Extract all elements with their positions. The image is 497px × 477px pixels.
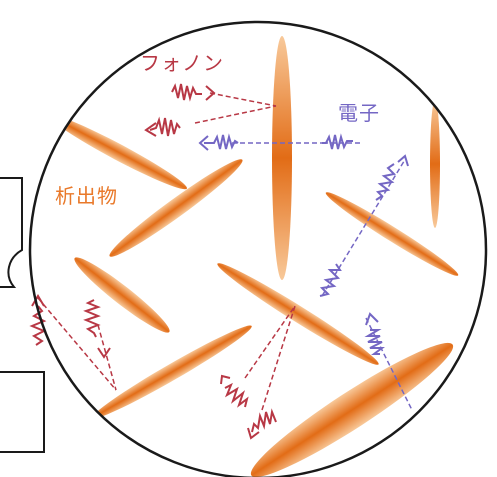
phonon-arrowheads: [31, 85, 260, 440]
arrow-head: [31, 294, 45, 307]
phonon-path: [194, 105, 277, 124]
arrow-head: [144, 122, 157, 137]
arrow-head: [220, 374, 231, 385]
electron-wave-icon: [204, 133, 239, 150]
electron-label: 電子: [338, 101, 380, 125]
phonon-path: [209, 92, 277, 107]
phonon-wave-icon: [149, 116, 181, 137]
arrow-head: [397, 154, 409, 167]
precipitate-rod: [272, 36, 292, 280]
precipitate-rod: [217, 263, 379, 365]
phonon-path: [37, 297, 117, 391]
precipitate-label: 析出物: [55, 184, 118, 208]
arrow-head: [205, 85, 216, 101]
background-rectangle: [0, 177, 23, 288]
phonon-path: [261, 305, 296, 411]
electron-wave-icon: [364, 329, 385, 355]
phonon-wave-icon: [251, 408, 277, 433]
precipitate-rod: [250, 342, 454, 477]
electron-arrowheads: [198, 135, 409, 326]
background-rectangle-lower: [0, 371, 45, 453]
arrow-head: [198, 135, 209, 151]
electron-path: [321, 157, 407, 297]
phonon-label: フォノン: [140, 51, 224, 75]
precipitate-rod: [430, 100, 440, 228]
phonon-wave-icon: [83, 299, 101, 338]
phonon-paths: [37, 92, 296, 411]
precipitate-rod: [74, 257, 170, 333]
phonon-wave-icon: [224, 382, 249, 408]
precipitate-rod: [92, 325, 252, 419]
precipitate-rod: [325, 192, 459, 276]
precipitate-rod: [49, 114, 187, 190]
electron-wave-icon: [322, 133, 353, 150]
electron-wave-icon: [375, 163, 397, 201]
precipitate-rod: [109, 159, 243, 257]
electron-wave-icon: [319, 263, 342, 297]
arrow-head: [247, 427, 260, 440]
precipitates: [49, 36, 459, 477]
phonon-wave-icon: [171, 83, 202, 102]
magnified-view-circle: [28, 20, 488, 477]
phonon-path: [244, 305, 296, 379]
phonon-path: [97, 324, 117, 391]
electron-wave-packets: [204, 133, 397, 355]
arrow-head: [97, 347, 111, 359]
arrow-head: [365, 312, 379, 326]
